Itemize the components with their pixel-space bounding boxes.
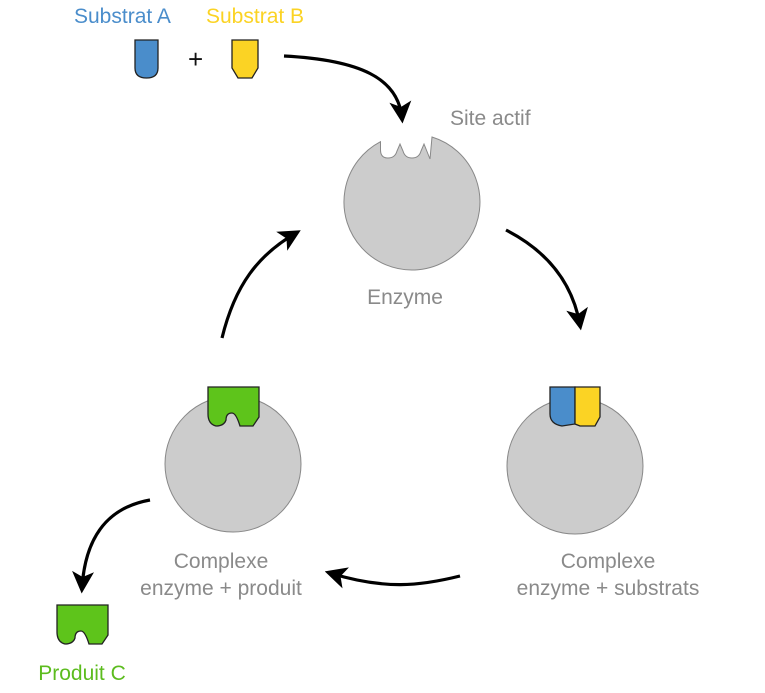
plus-sign: + xyxy=(188,44,203,74)
complex-substrate-a-shape xyxy=(549,386,576,427)
arrow-complex-substrates-to-complex-product xyxy=(324,567,461,589)
enzyme-label: Enzyme xyxy=(367,286,443,309)
product-c-label: Produit C xyxy=(38,662,126,685)
complex-product-label-line2: enzyme + produit xyxy=(140,577,302,600)
complex-product-shape xyxy=(207,386,260,427)
arrow-complex-product-to-product xyxy=(72,498,151,594)
complex-substrate-b-shape xyxy=(574,386,601,427)
arrow-complex-product-to-enzyme xyxy=(220,230,301,339)
complex-product-label-line1: Complexe xyxy=(174,550,269,573)
complex-product-enzyme xyxy=(164,395,302,533)
substrate-a-shape xyxy=(134,39,159,79)
complex-substrates-label-line2: enzyme + substrats xyxy=(517,577,700,600)
arrow-substrates-to-enzyme xyxy=(283,54,412,124)
active-site-label: Site actif xyxy=(450,107,531,130)
arrow-enzyme-to-complex-substrates xyxy=(505,228,588,331)
product-c-shape xyxy=(56,604,109,645)
substrate-a-label: Substrat A xyxy=(74,5,171,28)
substrate-b-label: Substrat B xyxy=(206,5,304,28)
complex-substrates-label-line1: Complexe xyxy=(561,550,656,573)
substrate-b-shape xyxy=(231,39,259,79)
enzyme-shape xyxy=(343,136,481,271)
